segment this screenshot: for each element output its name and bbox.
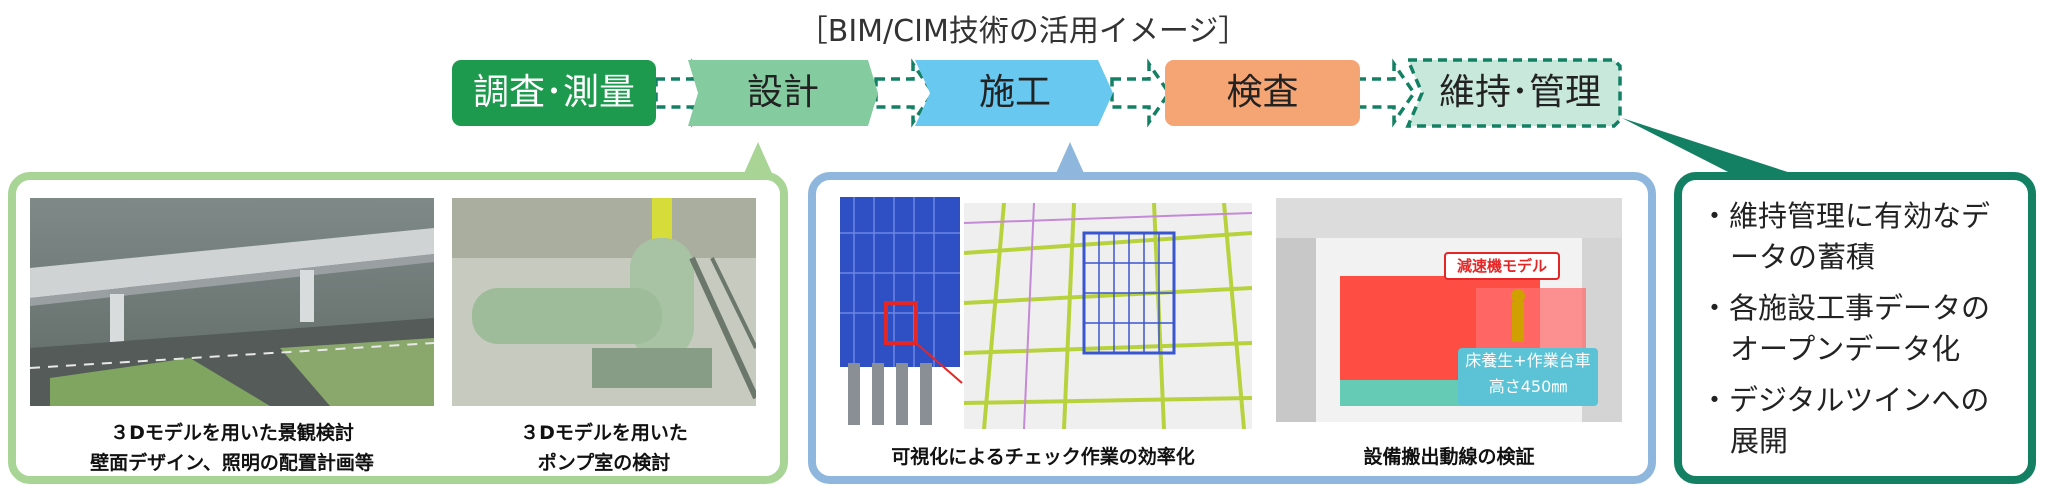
maintenance-bullet-3: ・デジタルツインへの 展開 [1700, 380, 1989, 462]
maintenance-bullet-2-line-1: ・各施設工事データの [1700, 291, 1991, 325]
pump-room-render-image [452, 198, 756, 406]
maintenance-bullet-1-line-1: ・維持管理に有効なデ [1700, 199, 1991, 233]
flow-step-design [688, 60, 878, 126]
flow-label-survey: 調査･測量 [472, 72, 635, 113]
construction-caption-1: 可視化によるチェック作業の効率化 [891, 446, 1195, 468]
flow-label-inspection: 検査 [1226, 72, 1299, 113]
maintenance-pointer [1622, 118, 1800, 176]
maintenance-bullet-2: ・各施設工事データの オープンデータ化 [1700, 288, 1990, 370]
flow-step-construction [915, 60, 1113, 126]
diagram-title: ［BIM/CIM技術の活用イメージ］ [797, 14, 1249, 49]
construction-pointer [1053, 142, 1087, 180]
floor-protection-callout: 床養生+作業台車 高さ450㎜ [1458, 348, 1598, 406]
design-caption-1-line-2: 壁面デザイン、照明の配置計画等 [90, 452, 374, 474]
flow-arrow-2 [874, 58, 936, 128]
maintenance-bullet-2-line-2: オープンデータ化 [1730, 332, 1961, 366]
flow-label-construction: 施工 [978, 72, 1051, 113]
design-caption-1: ３Dモデルを用いた景観検討 壁面デザイン、照明の配置計画等 [30, 418, 434, 478]
maintenance-bullet-1: ・維持管理に有効なデ ータの蓄積 [1700, 196, 1990, 278]
flow-step-survey [452, 60, 656, 126]
flow-step-inspection [1165, 60, 1360, 126]
flow-arrow-4 [1355, 58, 1417, 128]
design-caption-2-line-1: ３Dモデルを用いた [520, 422, 688, 444]
maintenance-bullet-1-line-2: ータの蓄積 [1730, 240, 1876, 274]
flow-label-design: 設計 [746, 72, 819, 113]
construction-caption-2: 設備搬出動線の検証 [1363, 446, 1535, 468]
maintenance-bullet-3-line-2: 展開 [1730, 424, 1789, 458]
flow-arrow-3 [1110, 58, 1172, 128]
design-caption-2-line-2: ポンプ室の検討 [537, 452, 671, 474]
maintenance-bullet-3-line-1: ・デジタルツインへの [1700, 383, 1990, 417]
floor-callout-line-2: 高さ450㎜ [1488, 377, 1568, 396]
design-caption-2: ３Dモデルを用いた ポンプ室の検討 [452, 418, 756, 478]
design-caption-1-line-1: ３Dモデルを用いた景観検討 [110, 422, 354, 444]
design-pointer [741, 142, 775, 180]
flow-label-maintenance: 維持･管理 [1438, 72, 1601, 113]
landscape-render-image [30, 198, 434, 406]
floor-callout-line-1: 床養生+作業台車 [1465, 351, 1591, 370]
reducer-model-callout: 減速機モデル [1444, 252, 1560, 280]
flow-step-maintenance [1405, 58, 1622, 128]
rebar-check-image [834, 193, 1252, 429]
maintenance-panel [1674, 172, 2036, 484]
